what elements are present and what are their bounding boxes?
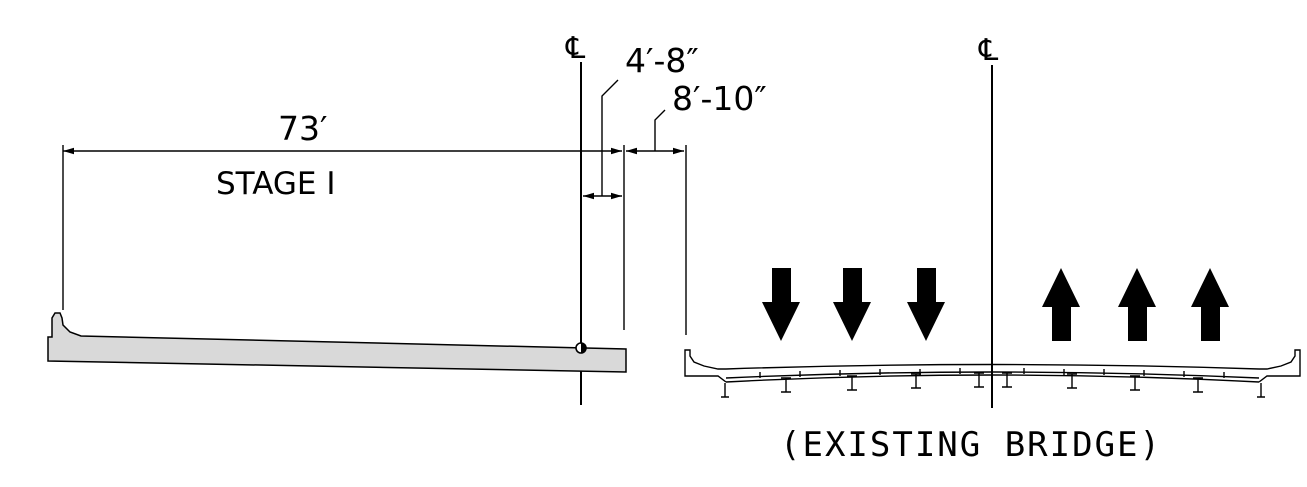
up-arrow-icon [1042,268,1080,341]
existing-bridge-section: ℄ [684,33,1301,465]
dim-label-offset-1: 4′-8″ [625,41,699,80]
existing-bridge-centerline-symbol: ℄ [978,33,998,68]
stage-one-deck-slab [47,312,627,373]
existing-girders [721,372,1265,398]
leader-offset-2 [654,109,666,151]
stage-one-centerline-symbol: ℄ [565,31,585,66]
up-arrow-icon [1191,268,1229,341]
dim-label-overall: 73′ [278,109,327,148]
up-arrow-icon [1118,268,1156,341]
existing-deck [684,349,1301,398]
stage-one-section: ℄ 73′ 8′-10″ 4′-8″ STAGE I [47,31,767,405]
existing-bridge-label: (EXISTING BRIDGE) [780,425,1162,465]
leader-offset-1 [601,79,619,196]
southbound-traffic-arrows [762,268,945,341]
down-arrow-icon [907,268,945,341]
down-arrow-icon [762,268,800,341]
down-arrow-icon [833,268,871,341]
stage-label: STAGE I [216,166,335,202]
northbound-traffic-arrows [1042,268,1229,341]
dim-label-offset-2: 8′-10″ [672,79,767,118]
